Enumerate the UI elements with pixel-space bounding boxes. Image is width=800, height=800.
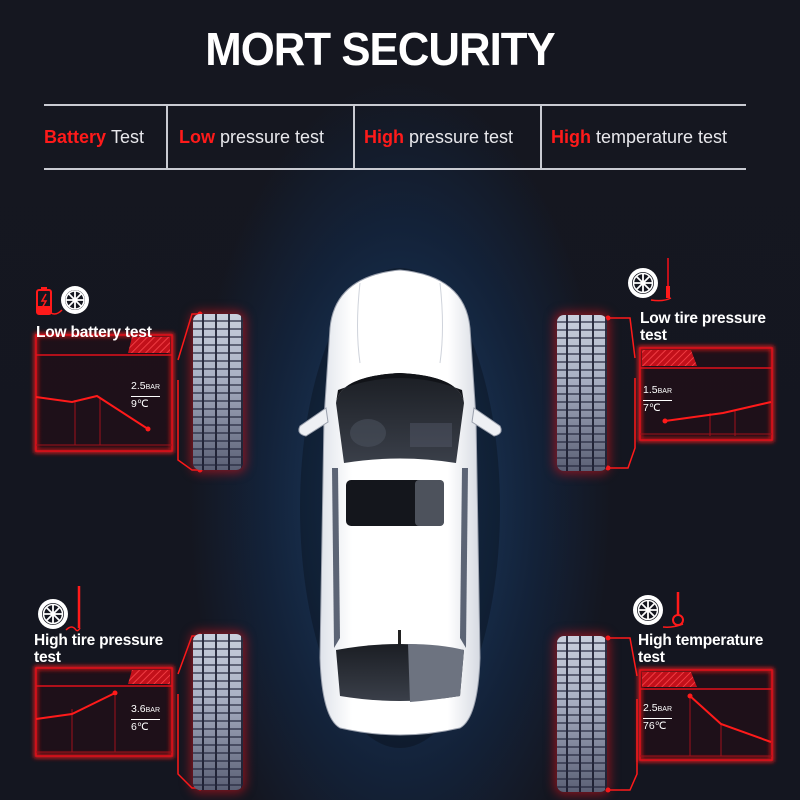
panel-graphic	[34, 286, 203, 473]
test-types-bar: Battery Test Low pressure test High pres…	[44, 104, 746, 170]
panel-readout: 2.5BAR 76℃	[643, 701, 673, 733]
test-highlight: High	[364, 126, 404, 147]
panel-label: Low tire pressure test	[640, 310, 766, 344]
label-line1: Low tire pressure	[640, 310, 766, 327]
pressure-unit: BAR	[145, 707, 161, 714]
test-battery: Battery Test	[44, 106, 168, 168]
battery-icon	[36, 287, 63, 315]
panel-high-tire-pressure: High tire pressure test 3.6BAR 6℃	[20, 584, 270, 800]
test-highlight: High	[551, 126, 591, 147]
panel-label: High temperature test	[638, 632, 763, 666]
temperature-value: 9℃	[131, 398, 149, 410]
panel-graphic	[605, 592, 774, 793]
wheel-icon	[61, 286, 89, 314]
panel-low-tire-pressure: Low tire pressure test 1.5BAR 7℃	[545, 258, 795, 478]
label-line2: test	[34, 649, 61, 666]
tire-image	[193, 314, 243, 470]
temperature-value: 6℃	[131, 721, 149, 733]
test-high-temperature: High temperature test	[542, 106, 746, 168]
low-gauge-icon	[650, 258, 672, 302]
tire-image	[557, 636, 607, 792]
pressure-unit: BAR	[657, 388, 673, 395]
panel-readout: 2.5BAR 9℃	[131, 379, 161, 411]
panel-graphic	[605, 258, 774, 471]
test-label: pressure test	[409, 126, 514, 147]
label-line1: High temperature	[638, 632, 764, 649]
panel-readout: 1.5BAR 7℃	[643, 383, 673, 415]
wheel-icon	[633, 595, 663, 625]
panel-high-temperature: High temperature test 2.5BAR 76℃	[545, 584, 795, 800]
test-low-pressure: Low pressure test	[168, 106, 355, 168]
test-highlight: Low	[179, 126, 215, 147]
pressure-unit: BAR	[657, 706, 673, 713]
pressure-unit: BAR	[145, 384, 161, 391]
high-gauge-icon	[65, 586, 81, 632]
test-highlight: Battery	[44, 126, 107, 147]
label-line1: High tire pressure	[34, 632, 164, 649]
test-label: temperature test	[596, 126, 728, 147]
label-line2: test	[638, 649, 665, 666]
pressure-value: 2.5	[131, 380, 146, 392]
temperature-value: 76℃	[643, 720, 667, 732]
pressure-value: 2.5	[643, 702, 658, 714]
pressure-value: 1.5	[643, 384, 658, 396]
wheel-icon	[38, 599, 68, 629]
test-high-pressure: High pressure test	[355, 106, 542, 168]
pressure-value: 3.6	[131, 703, 146, 715]
panel-label: High tire pressure test	[34, 632, 163, 666]
panel-graphic	[34, 586, 203, 791]
wheel-icon	[628, 268, 658, 298]
car-top-view	[298, 268, 502, 748]
temperature-value: 7℃	[643, 402, 661, 414]
tire-image	[193, 634, 243, 790]
thermometer-icon	[662, 592, 684, 628]
panel-readout: 3.6BAR 6℃	[131, 702, 161, 734]
panel-low-battery: Low battery test 2.5BAR 9℃	[20, 280, 270, 500]
label-line2: test	[640, 327, 667, 344]
test-label: pressure test	[220, 126, 325, 147]
page-title: MORT SECURITY	[205, 23, 555, 75]
panel-label: Low battery test	[36, 324, 152, 341]
tire-image	[557, 315, 607, 471]
test-label: Test	[111, 126, 145, 147]
